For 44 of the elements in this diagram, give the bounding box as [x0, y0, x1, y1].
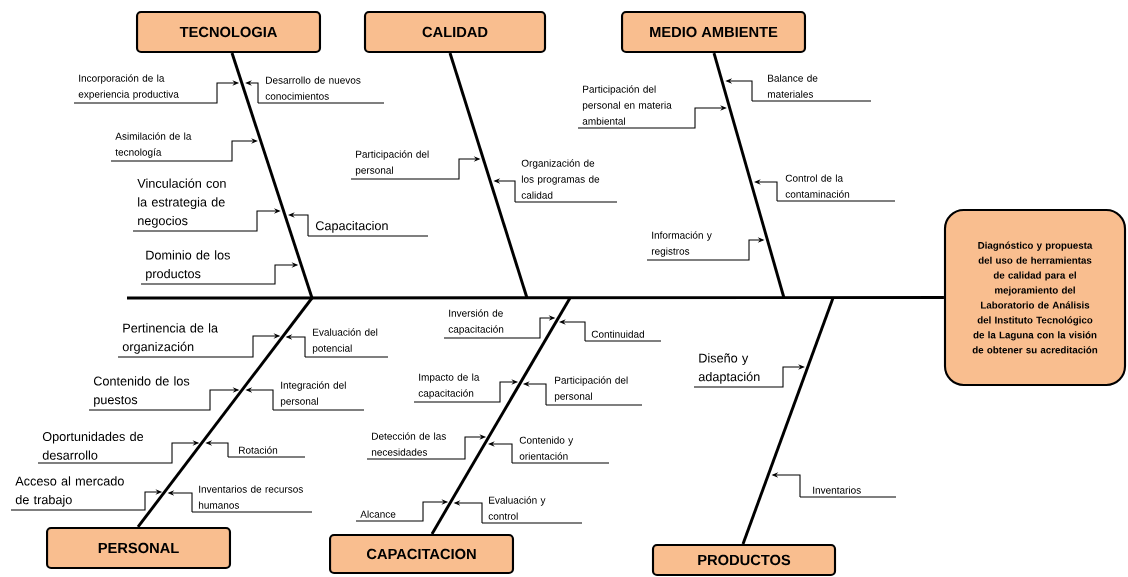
cause-label: Contenido de los puestos: [93, 376, 190, 407]
cause-label: Dominio de los productos: [146, 250, 230, 281]
cause-label: Información y registros: [651, 231, 712, 257]
category-box: CAPACITACION: [328, 533, 515, 575]
cause-label: Continuidad: [591, 330, 644, 338]
cause-label: Participación del personal en materia ambiental: [582, 85, 672, 125]
category-box: PRODUCTOS: [651, 543, 837, 577]
cause-label: Desarrollo de nuevos conocimientos: [265, 76, 361, 100]
cause-label: Capacitacion: [315, 220, 388, 233]
cause-label: Organización de los programas de calidad: [521, 159, 600, 199]
cause-label: Inventarios de recursos humanos: [198, 485, 303, 509]
bone-line: [430, 297, 572, 535]
bone-line: [741, 297, 835, 545]
cause-label: Balance de materiales: [767, 74, 818, 98]
cause-label: Pertinencia de la organización: [122, 323, 218, 354]
category-box: MEDIO AMBIENTE: [620, 10, 807, 54]
bone-line: [230, 52, 314, 299]
category-box: CALIDAD: [363, 10, 547, 54]
cause-label: Acceso al mercado de trabajo: [15, 476, 124, 507]
effect-box: Diagnóstico y propuesta del uso de herramientas de calidad para el mejoramiento del Laboratorio de Análisis del Instituto Tecnológico de la Laguna con la visión de obtener su acreditación: [943, 208, 1127, 387]
cause-label: Oportunidades de desarrollo: [42, 431, 144, 460]
cause-label: Asimilación de la tecnología: [115, 132, 192, 158]
cause-label: Participación del personal: [554, 376, 628, 402]
cause-label: Vinculación con la estrategia de negocios: [137, 178, 226, 228]
bone-line: [448, 52, 529, 299]
category-box: PERSONAL: [45, 526, 232, 570]
cause-label: Participación del personal: [355, 150, 429, 176]
cause-label: Detección de las necesidades: [371, 432, 446, 456]
cause-label: Rotación: [239, 446, 278, 454]
bone-line: [136, 297, 314, 528]
cause-label: Evaluación del potencial: [312, 328, 378, 354]
cause-label: Evaluación y control: [488, 496, 546, 520]
spine-line: [127, 296, 944, 300]
cause-label: Integración del personal: [280, 381, 346, 407]
cause-label: Inversión de capacitación: [448, 309, 504, 335]
cause-label: Inventarios: [813, 486, 861, 494]
cause-label: Alcance: [360, 510, 396, 518]
bone-line: [712, 52, 786, 299]
cause-label: Incorporación de la experiencia productiva: [78, 74, 179, 100]
cause-label: Impacto de la capacitación: [418, 373, 480, 399]
category-box: TECNOLOGIA: [135, 10, 322, 54]
cause-label: Control de la contaminación: [785, 174, 850, 198]
cause-label: Contenido y orientación: [519, 436, 574, 460]
cause-label: Diseño y adaptación: [698, 353, 760, 384]
